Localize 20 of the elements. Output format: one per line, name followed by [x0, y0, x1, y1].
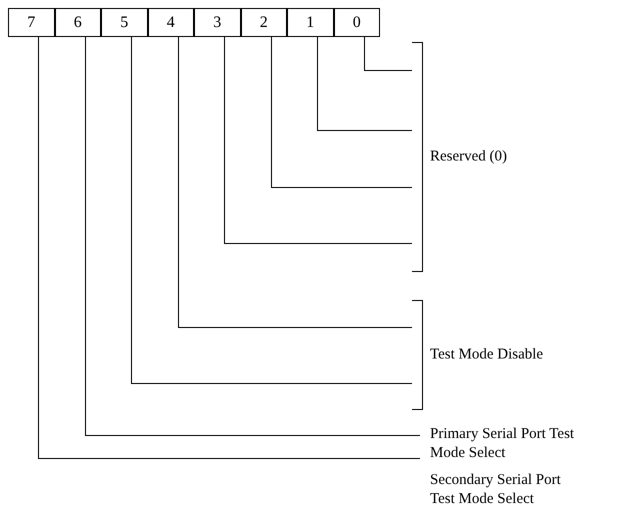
- leader-line: [224, 36, 412, 244]
- bit-cell: 6: [54, 8, 101, 37]
- bit-cell: 4: [148, 8, 194, 37]
- field-label: Primary Serial Port Test Mode Select: [430, 425, 576, 463]
- leader-line: [271, 36, 412, 188]
- bit-cell: 1: [287, 8, 334, 37]
- leader-line: [178, 36, 412, 328]
- leader-line: [131, 36, 412, 384]
- field-label: Test Mode Disable: [430, 346, 544, 364]
- leader-line: [85, 36, 420, 436]
- bit-cell: 3: [194, 8, 240, 37]
- bit-cell: 5: [101, 8, 148, 37]
- bit-cell: 0: [334, 8, 380, 37]
- leader-line: [317, 36, 412, 131]
- leader-line: [38, 36, 420, 459]
- bit-cell: 7: [8, 8, 54, 37]
- bit-cell: 2: [240, 8, 287, 37]
- field-label: Reserved (0): [430, 148, 508, 166]
- leader-line: [364, 36, 412, 71]
- field-label: Secondary Serial Port Test Mode Select: [430, 471, 562, 509]
